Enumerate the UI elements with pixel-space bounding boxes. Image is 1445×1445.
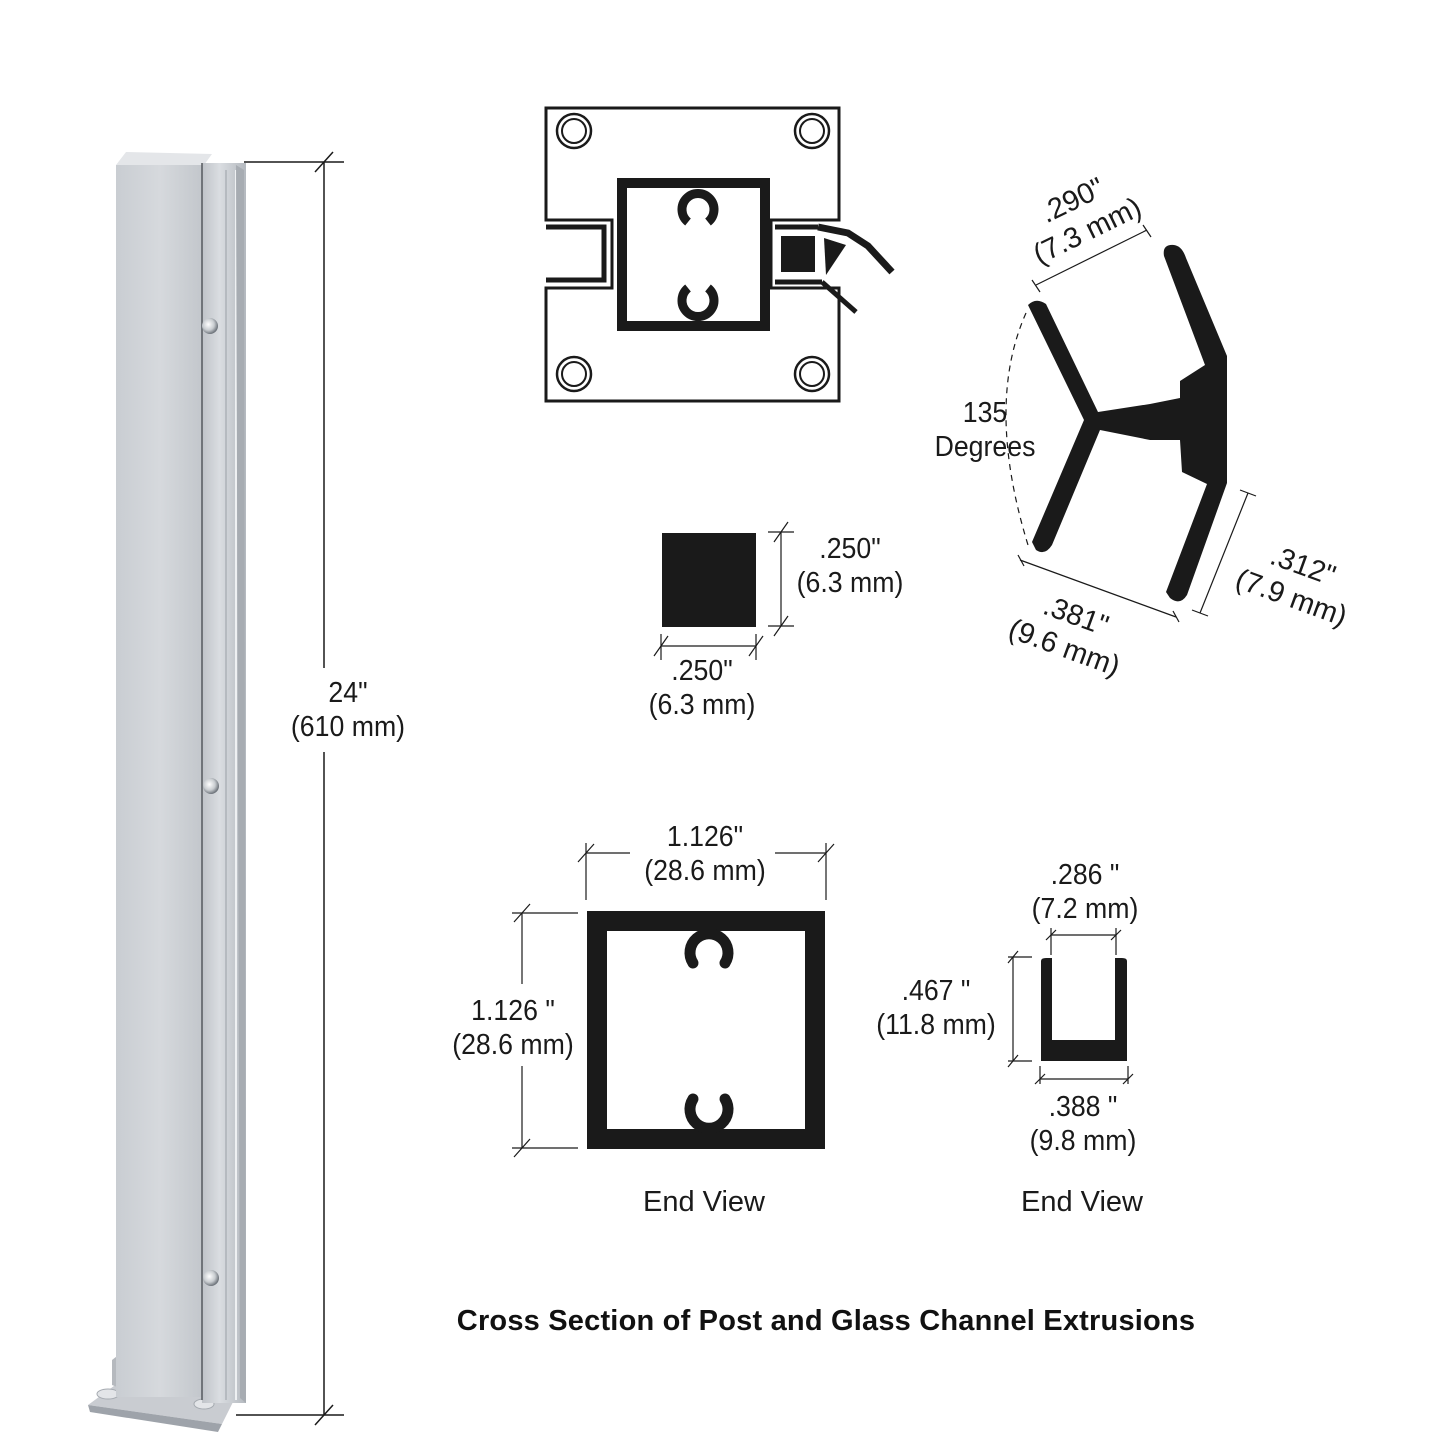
channel-outer-width-metric: (9.8 mm) — [1029, 1125, 1137, 1157]
post-section-width-label: 1.126" (28.6 mm) — [627, 820, 783, 888]
post-section-width-imperial: 1.126" — [666, 821, 744, 853]
channel-inner-width-imperial: .286 " — [1050, 859, 1120, 891]
glass-channel-end-view-graphic — [1007, 928, 1134, 1085]
post-height-imperial: 24" — [328, 677, 368, 709]
angle-label: 135 Degrees — [921, 396, 1050, 464]
post-height-metric: (610 mm) — [290, 711, 406, 743]
insert-height-label: .250" (6.3 mm) — [786, 532, 915, 600]
angle-value: 135 — [962, 397, 1008, 429]
post-render — [88, 152, 246, 1432]
screw-icon — [203, 1270, 219, 1286]
screw-icon — [203, 778, 219, 794]
channel-inner-width-metric: (7.2 mm) — [1031, 893, 1139, 925]
insert-width-label: .250" (6.3 mm) — [638, 654, 767, 722]
angle-unit: Degrees — [934, 431, 1036, 463]
insert-width-imperial: .250" — [671, 655, 733, 687]
angle-gasket-dimensions — [1005, 224, 1257, 623]
channel-outer-width-imperial: .388 " — [1048, 1091, 1118, 1123]
channel-height-imperial: .467 " — [901, 975, 971, 1007]
post-section-height-label: 1.126 " (28.6 mm) — [435, 994, 591, 1062]
screw-icon — [202, 318, 218, 334]
channel-outer-width-label: .388 " (9.8 mm) — [1014, 1090, 1152, 1158]
post-end-view-label: End View — [643, 1186, 765, 1218]
insert-width-metric: (6.3 mm) — [648, 689, 756, 721]
post-section-width-metric: (28.6 mm) — [644, 855, 766, 887]
post-end-view-graphic — [512, 843, 835, 1158]
base-plate-top-view — [544, 106, 895, 403]
channel-height-metric: (11.8 mm) — [876, 1009, 996, 1041]
channel-end-view-label: End View — [1021, 1186, 1143, 1218]
square-insert-profile — [653, 521, 794, 660]
insert-height-metric: (6.3 mm) — [796, 567, 904, 599]
post-face — [116, 165, 204, 1397]
angle-gasket-profile — [1028, 244, 1227, 602]
post-height-label: 24" (610 mm) — [274, 676, 421, 744]
channel-height-label: .467 " (11.8 mm) — [862, 974, 1009, 1042]
channel-inner-width-label: .286 " (7.2 mm) — [1016, 858, 1154, 926]
figure-caption: Cross Section of Post and Glass Channel … — [456, 1305, 1196, 1337]
insert-height-imperial: .250" — [819, 533, 881, 565]
mounting-hole-icon — [96, 1388, 120, 1400]
post-section-height-metric: (28.6 mm) — [452, 1029, 574, 1061]
post-height-dimension — [236, 151, 344, 1426]
post-section-height-imperial: 1.126 " — [471, 995, 555, 1027]
